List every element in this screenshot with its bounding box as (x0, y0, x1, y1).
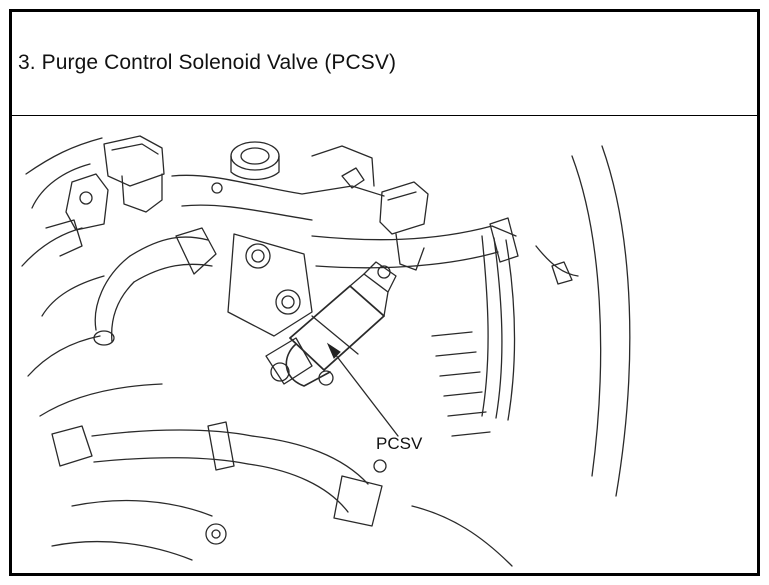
rib (447, 411, 487, 417)
bottom-bolt-inner (211, 529, 221, 539)
connector-detail (121, 173, 163, 213)
lower-hose-top (91, 429, 253, 437)
wire-harness (481, 235, 489, 417)
contour-line (31, 163, 91, 209)
wire (535, 245, 579, 277)
solenoid-mount-bolt (270, 362, 290, 382)
connector-block (103, 135, 165, 187)
rib (431, 331, 473, 337)
lower-hose-end (51, 425, 93, 467)
shroud-edge (601, 145, 631, 497)
contour-line (41, 275, 105, 317)
solenoid-cap (349, 273, 389, 317)
purge-hose-upper (311, 225, 517, 241)
solenoid-port (377, 265, 391, 279)
lower-hose-curve (247, 463, 349, 513)
diagram-frame: 3. Purge Control Solenoid Valve (PCSV) (9, 9, 760, 576)
contour-line (21, 227, 83, 267)
contour-line (71, 499, 213, 517)
hose-bend (333, 475, 383, 527)
bracket-bolt-lower (275, 289, 301, 315)
hose-upper (129, 236, 209, 257)
rib (439, 371, 481, 377)
bracket-bolt-lower-inner (281, 295, 295, 309)
wire-harness (493, 237, 503, 419)
lower-hose-bottom (93, 457, 249, 465)
hose-end (93, 330, 115, 346)
hose-curve (110, 281, 135, 343)
contour-line (51, 540, 193, 561)
hose-clamp (175, 227, 217, 275)
engine-line-drawing (21, 135, 631, 567)
bracket (65, 173, 109, 231)
lower-hose-clamp (207, 421, 235, 471)
solenoid-nozzle (363, 261, 397, 293)
bracket-bolt-upper-inner (251, 249, 265, 263)
manifold-edge (181, 204, 313, 221)
engine-illustration: PCSV (12, 116, 757, 573)
purge-hose-lower (315, 251, 499, 269)
header-panel: 3. Purge Control Solenoid Valve (PCSV) (12, 12, 757, 116)
shroud-edge (571, 155, 602, 477)
cap (230, 141, 280, 171)
lower-hose-curve (251, 435, 369, 485)
bottom-bolt (205, 523, 227, 545)
mounting-bracket (227, 233, 313, 337)
upper-connector (379, 181, 429, 235)
manifold-detail (311, 145, 375, 187)
cap-inner (240, 147, 270, 165)
clip (341, 167, 365, 189)
contour-line (25, 137, 103, 175)
bolt (79, 191, 93, 205)
connector-detail (111, 143, 159, 155)
solenoid-base (285, 343, 331, 387)
wire-harness (505, 239, 516, 421)
contour-line (27, 335, 101, 377)
callout-arrowhead (326, 342, 341, 359)
page-title: 3. Purge Control Solenoid Valve (PCSV) (18, 51, 397, 74)
bolt (373, 459, 387, 473)
hose-coupling (489, 217, 519, 263)
rib (443, 391, 483, 397)
contour-line (39, 383, 163, 417)
pcsv-callout-label: PCSV (376, 434, 423, 453)
pcsv-solenoid (265, 261, 397, 387)
cap (230, 155, 280, 181)
bracket-bolt-upper (245, 243, 271, 269)
callout-leader (331, 349, 399, 437)
solenoid-fitting (318, 370, 334, 386)
solenoid-seam (311, 315, 359, 355)
bolt (211, 182, 223, 194)
solenoid-mount (265, 337, 313, 385)
manifold-edge (171, 174, 385, 197)
bracket (45, 219, 83, 257)
rib (435, 351, 477, 357)
rib (451, 431, 491, 437)
upper-connector-detail (387, 191, 417, 201)
hose-curve (94, 255, 131, 331)
wire-clip (551, 261, 573, 285)
contour-line (411, 505, 513, 567)
hose-lower (133, 263, 213, 283)
